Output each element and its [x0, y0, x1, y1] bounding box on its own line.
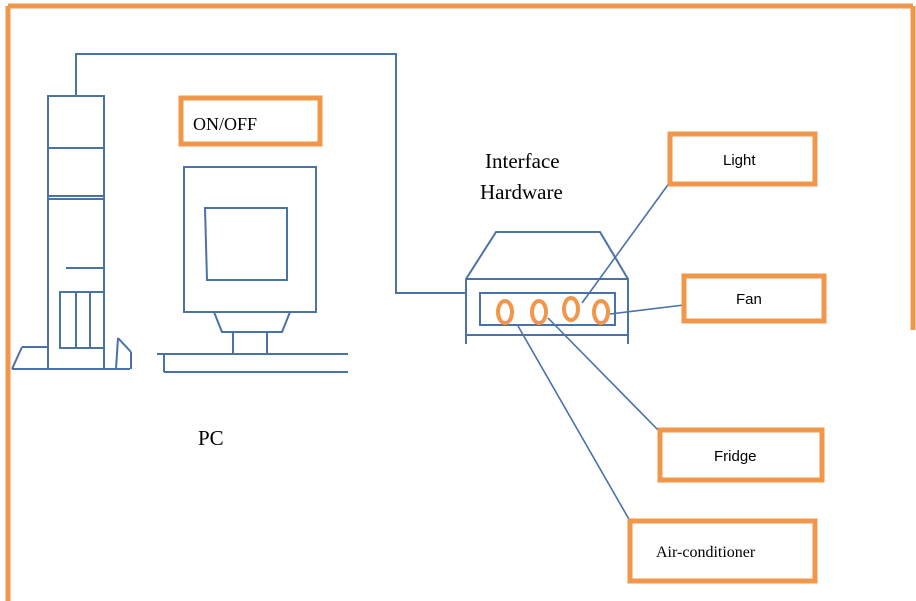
connector-fridge — [547, 317, 661, 433]
interface-label-line1: Interface — [485, 149, 560, 173]
port-4 — [592, 299, 610, 325]
connector-air-conditioner — [517, 325, 631, 522]
interface-hardware — [465, 231, 629, 344]
port-2 — [530, 299, 548, 325]
on-off-label: ON/OFF — [193, 114, 257, 134]
connector-fan — [609, 304, 685, 315]
fridge-box — [657, 427, 825, 483]
fridge-label: Fridge — [714, 448, 757, 465]
pc-label: PC — [198, 426, 224, 450]
connector-light — [581, 181, 671, 304]
fan-label: Fan — [736, 291, 762, 308]
pc-monitor — [157, 166, 348, 373]
device-connectors — [517, 181, 685, 522]
outer-frame — [5, 3, 916, 601]
interface-label-line2: Hardware — [480, 180, 563, 204]
fan-box — [681, 273, 827, 324]
connection-cable — [75, 53, 466, 294]
pc-tower — [11, 95, 132, 370]
light-box — [667, 131, 818, 187]
air-conditioner-box — [627, 518, 818, 584]
light-label: Light — [723, 152, 756, 169]
air-conditioner-label: Air-conditioner — [656, 544, 756, 561]
port-1 — [496, 299, 514, 325]
interface-ports — [496, 296, 610, 325]
on-off-box — [178, 95, 323, 147]
port-3 — [562, 296, 580, 322]
